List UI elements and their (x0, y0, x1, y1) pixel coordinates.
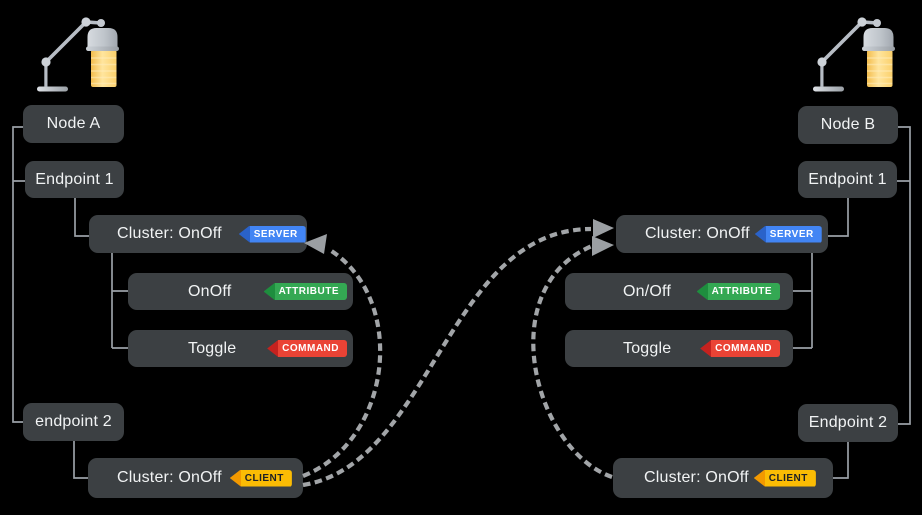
desk-lamp-icon-right (811, 15, 897, 94)
node-a-endpoint-1-box: Endpoint 1 (25, 161, 124, 198)
node-a-box: Node A (23, 105, 124, 143)
node-a-attribute-label: OnOff (188, 282, 232, 300)
node-b-endpoint-1-label: Endpoint 1 (808, 170, 887, 188)
arrowheads (304, 219, 614, 256)
node-a-command-label: Toggle (188, 339, 237, 357)
command-badge: COMMAND (700, 340, 780, 357)
client-badge: CLIENT (229, 469, 292, 487)
node-a-server-cluster-label: Cluster: OnOff (117, 225, 222, 242)
node-b-client-cluster-box: Cluster: OnOff CLIENT (613, 458, 833, 498)
node-a-attribute-row: OnOff ATTRIBUTE (128, 273, 353, 310)
node-b-command-row: Toggle COMMAND (565, 330, 793, 367)
client-badge: CLIENT (753, 469, 816, 487)
node-a-endpoint-2-box: endpoint 2 (23, 403, 124, 441)
node-a-server-cluster-box: Cluster: OnOff SERVER (89, 215, 307, 253)
node-b-endpoint-1-box: Endpoint 1 (798, 161, 897, 198)
node-a-endpoint-2-label: endpoint 2 (35, 413, 112, 430)
node-a-endpoint-1-label: Endpoint 1 (35, 170, 114, 188)
server-badge: SERVER (238, 225, 306, 243)
node-b-attribute-row: On/Off ATTRIBUTE (565, 273, 793, 310)
desk-lamp-icon-left (35, 15, 121, 94)
node-b-label: Node B (820, 116, 876, 133)
attribute-badge: ATTRIBUTE (696, 283, 780, 300)
server-badge: SERVER (754, 225, 822, 243)
arrowhead-into-server-a (304, 234, 327, 254)
node-a-label: Node A (46, 115, 101, 132)
node-b-attribute-label: On/Off (623, 282, 672, 300)
attribute-badge: ATTRIBUTE (263, 283, 347, 300)
node-b-endpoint-2-label: Endpoint 2 (808, 414, 888, 431)
arrowhead-into-server-b-top (593, 219, 614, 238)
node-b-box: Node B (798, 106, 898, 144)
arrowhead-into-server-b-bottom (592, 236, 614, 256)
node-a-client-cluster-box: Cluster: OnOff CLIENT (88, 458, 303, 498)
node-b-endpoint-2-box: Endpoint 2 (798, 404, 898, 442)
command-badge: COMMAND (267, 340, 347, 357)
node-b-server-cluster-label: Cluster: OnOff (645, 225, 750, 242)
node-b-client-cluster-label: Cluster: OnOff (644, 469, 749, 486)
node-a-client-cluster-label: Cluster: OnOff (117, 469, 222, 486)
node-b-server-cluster-box: Cluster: OnOff SERVER (616, 215, 828, 253)
node-a-command-row: Toggle COMMAND (128, 330, 353, 367)
node-b-command-label: Toggle (623, 339, 672, 357)
